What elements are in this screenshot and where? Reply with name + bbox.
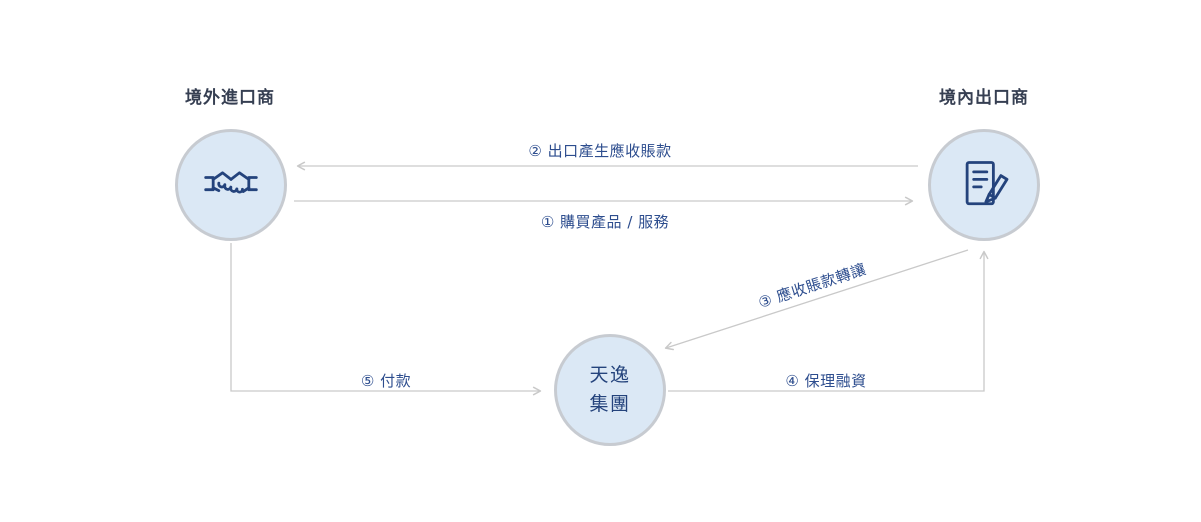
flow2-label: ② 出口產生應收賬款	[528, 142, 672, 160]
tianyi-line2: 集團	[589, 393, 631, 415]
flow5-label: ⑤ 付款	[360, 372, 412, 390]
tianyi-line1: 天逸	[589, 363, 631, 386]
flow1-label: ① 購買產品 / 服務	[540, 213, 670, 231]
handshake-icon	[201, 155, 261, 215]
document-pen-icon	[954, 155, 1014, 215]
arrow-flow4-financing	[668, 250, 989, 392]
exporter-node	[928, 129, 1040, 241]
importer-node	[175, 129, 287, 241]
tianyi-group-label: 天逸 集團	[589, 361, 630, 420]
exporter-title: 境內出口商	[939, 88, 1029, 108]
arrow-flow3-transfer	[664, 249, 969, 351]
arrow-flow5-payment	[230, 243, 542, 396]
tianyi-group-node: 天逸 集團	[554, 334, 666, 446]
flow4-label: ④ 保理融資	[785, 372, 867, 390]
importer-title: 境外進口商	[185, 88, 275, 108]
